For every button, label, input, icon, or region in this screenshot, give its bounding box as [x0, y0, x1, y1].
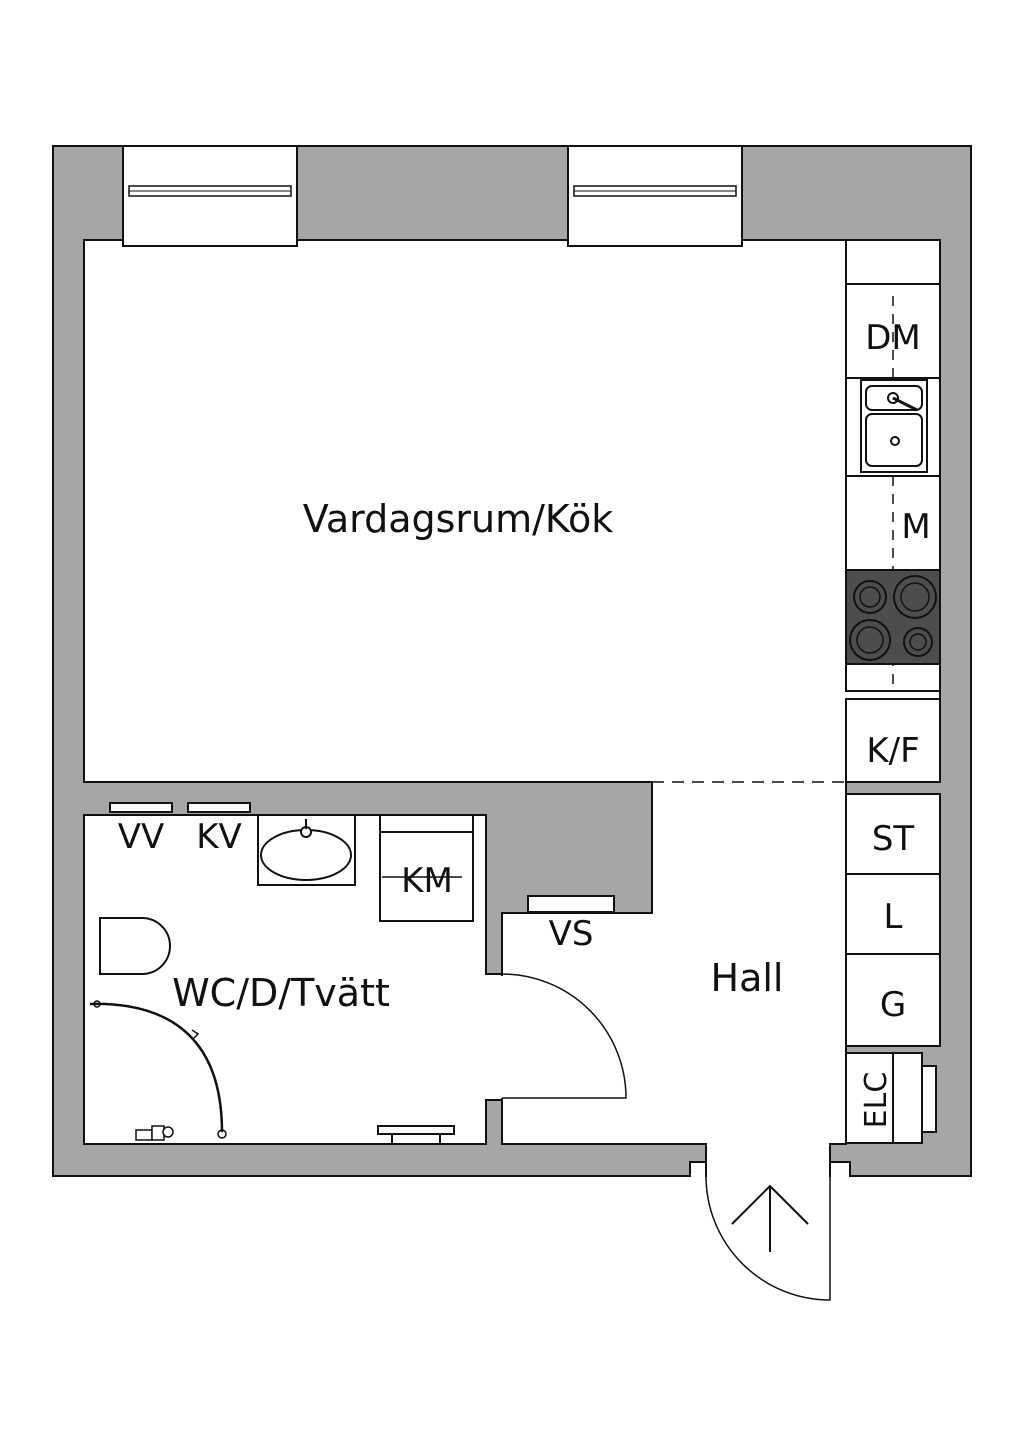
kitchen-sink-icon [860, 379, 928, 473]
entrance-arrow-icon [731, 1184, 809, 1252]
label-linen-closet: L [884, 897, 903, 937]
shower-mixer-icon [135, 1125, 174, 1141]
room-label-bathroom: WC/D/Tvätt [172, 971, 390, 1015]
entrance-door-swing [705, 1175, 831, 1301]
hall-opening [653, 779, 845, 785]
bathroom-door-swing [501, 973, 627, 1099]
label-washing-machine: KM [401, 861, 453, 901]
label-hot-water: VV [118, 817, 165, 857]
room-label-hall: Hall [711, 956, 784, 1000]
washing-machine-icon [379, 814, 474, 922]
label-wardrobe-shelf: VS [549, 914, 594, 954]
label-cleaning-closet: ST [872, 819, 915, 859]
washbasin-icon [257, 814, 356, 886]
room-label-living-kitchen: Vardagsrum/Kök [303, 497, 613, 541]
label-microwave: M [901, 507, 930, 547]
shower-screen-icon [89, 1000, 227, 1139]
label-cold-water: KV [196, 817, 242, 857]
electrical-cabinet [845, 1052, 937, 1144]
water-pipes [109, 802, 251, 813]
stove-icon [845, 569, 941, 665]
fridge-freezer [845, 698, 941, 783]
wardrobe-shelf [527, 895, 615, 913]
label-dishwasher: DM [865, 318, 921, 358]
entrance-opening [707, 1140, 829, 1178]
window-left [122, 145, 298, 247]
label-electrical-cabinet: ELC [859, 1072, 894, 1129]
bath-door-opening [484, 976, 504, 1098]
window-right [567, 145, 743, 247]
room-living-kitchen [83, 239, 941, 783]
label-wardrobe: G [880, 985, 906, 1025]
hall-closets [845, 793, 941, 1047]
toilet-icon [99, 917, 171, 975]
label-fridge-freezer: K/F [866, 731, 919, 771]
bench-icon [377, 1125, 455, 1144]
